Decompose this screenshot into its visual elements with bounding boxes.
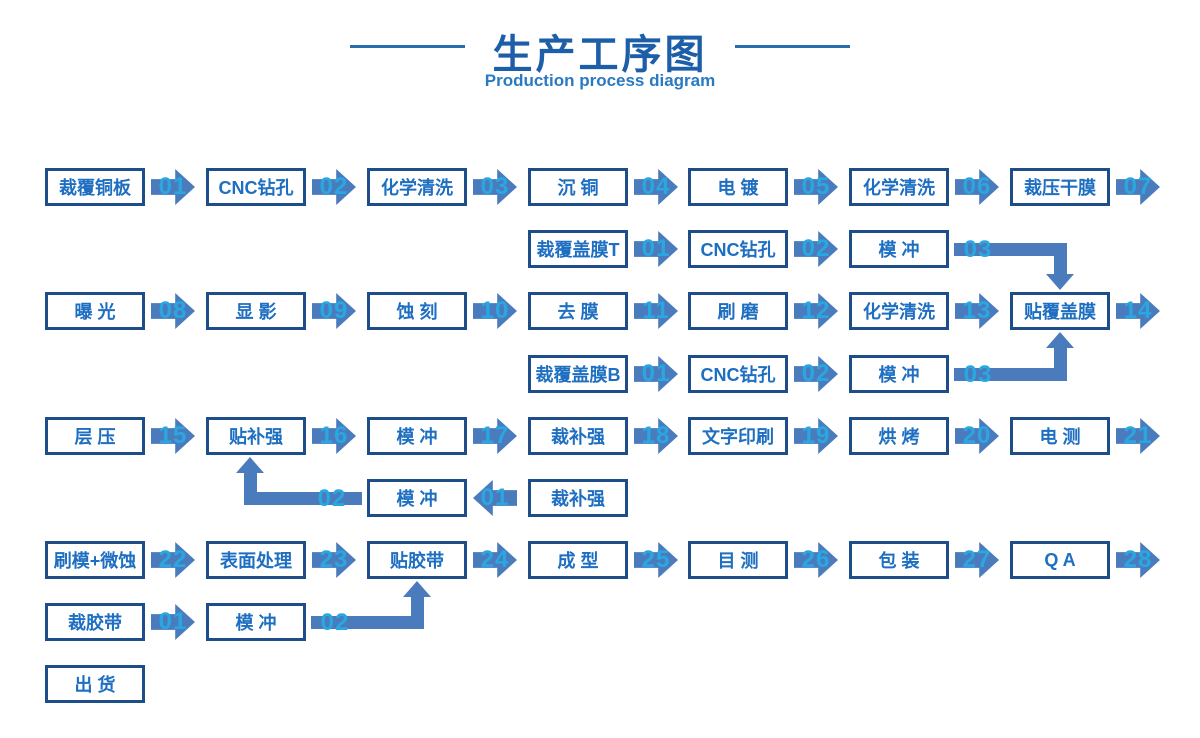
process-box: 去 膜 [528, 292, 628, 330]
step-number: 07 [1123, 173, 1153, 200]
step-number: 13 [962, 297, 992, 324]
process-box: 刷模+微蚀 [45, 541, 145, 579]
process-box: 表面处理 [206, 541, 306, 579]
step-number: 14 [1123, 297, 1153, 324]
step-number: 22 [158, 546, 188, 573]
step-number: 03 [963, 361, 993, 388]
process-box: CNC钻孔 [688, 230, 788, 268]
step-number: 03 [480, 173, 510, 200]
step-number: 21 [1123, 422, 1153, 449]
process-box: 刷 磨 [688, 292, 788, 330]
step-number: 12 [801, 297, 831, 324]
page-subtitle: Production process diagram [484, 71, 716, 90]
process-box: 贴胶带 [367, 541, 467, 579]
step-number: 19 [801, 422, 831, 449]
process-box: 裁压干膜 [1010, 168, 1110, 206]
process-box: 裁补强 [528, 417, 628, 455]
process-box: 化学清洗 [849, 168, 949, 206]
step-number: 08 [158, 297, 188, 324]
process-box: 目 测 [688, 541, 788, 579]
title-divider-left [350, 45, 465, 48]
process-box: 裁覆盖膜T [528, 230, 628, 268]
step-number: 23 [319, 546, 349, 573]
elbow-arrowhead-down [1046, 274, 1074, 290]
process-box: 裁胶带 [45, 603, 145, 641]
step-number: 10 [480, 297, 510, 324]
step-number: 02 [801, 235, 831, 262]
process-box: 烘 烤 [849, 417, 949, 455]
step-number: 15 [158, 422, 188, 449]
step-number: 01 [641, 360, 671, 387]
step-number: 02 [801, 360, 831, 387]
step-number: 26 [801, 546, 831, 573]
elbow-connector-bar [311, 616, 424, 629]
title-divider-right [735, 45, 850, 48]
step-number: 01 [158, 608, 188, 635]
elbow-connector-bar [243, 492, 362, 505]
process-box: 裁补强 [528, 479, 628, 517]
process-box: 电 镀 [688, 168, 788, 206]
elbow-connector-bar [954, 243, 1067, 256]
page-title: 生产工序图 [492, 33, 708, 77]
step-number: 01 [480, 484, 510, 511]
process-box: 显 影 [206, 292, 306, 330]
process-box: 化学清洗 [849, 292, 949, 330]
elbow-arrowhead-up [236, 457, 264, 473]
process-box: 模 冲 [367, 479, 467, 517]
process-box: 包 装 [849, 541, 949, 579]
step-number: 03 [963, 236, 993, 263]
process-box: 模 冲 [206, 603, 306, 641]
step-number: 04 [641, 173, 671, 200]
step-number: 24 [480, 546, 510, 573]
elbow-arrowhead-up [1046, 332, 1074, 348]
step-number: 25 [641, 546, 671, 573]
step-number: 28 [1123, 546, 1153, 573]
process-box: CNC钻孔 [206, 168, 306, 206]
step-number: 02 [319, 173, 349, 200]
step-number: 18 [641, 422, 671, 449]
process-box: 出 货 [45, 665, 145, 703]
step-number: 05 [801, 173, 831, 200]
elbow-connector-stem [410, 597, 424, 629]
process-box: 成 型 [528, 541, 628, 579]
elbow-connector-stem [1053, 348, 1067, 381]
process-box: 模 冲 [849, 355, 949, 393]
elbow-connector-stem [243, 473, 257, 505]
process-box: Q A [1010, 541, 1110, 579]
process-box: CNC钻孔 [688, 355, 788, 393]
process-box: 贴补强 [206, 417, 306, 455]
step-number: 11 [642, 297, 670, 324]
process-box: 裁覆盖膜B [528, 355, 628, 393]
elbow-arrowhead-up [403, 581, 431, 597]
step-number: 06 [962, 173, 992, 200]
step-number: 09 [319, 297, 349, 324]
step-number: 20 [962, 422, 992, 449]
process-box: 模 冲 [367, 417, 467, 455]
process-box: 蚀 刻 [367, 292, 467, 330]
process-box: 化学清洗 [367, 168, 467, 206]
step-number: 02 [317, 485, 347, 512]
process-box: 文字印刷 [688, 417, 788, 455]
elbow-connector-stem [1053, 243, 1067, 274]
step-number: 16 [319, 422, 349, 449]
process-box: 沉 铜 [528, 168, 628, 206]
step-number: 01 [158, 173, 188, 200]
step-number: 01 [641, 235, 671, 262]
step-number: 17 [480, 422, 510, 449]
process-box: 贴覆盖膜 [1010, 292, 1110, 330]
step-number: 27 [962, 546, 992, 573]
process-box: 电 测 [1010, 417, 1110, 455]
process-box: 模 冲 [849, 230, 949, 268]
step-number: 02 [320, 609, 350, 636]
elbow-connector-bar [954, 368, 1067, 381]
process-box: 裁覆铜板 [45, 168, 145, 206]
process-box: 层 压 [45, 417, 145, 455]
process-box: 曝 光 [45, 292, 145, 330]
